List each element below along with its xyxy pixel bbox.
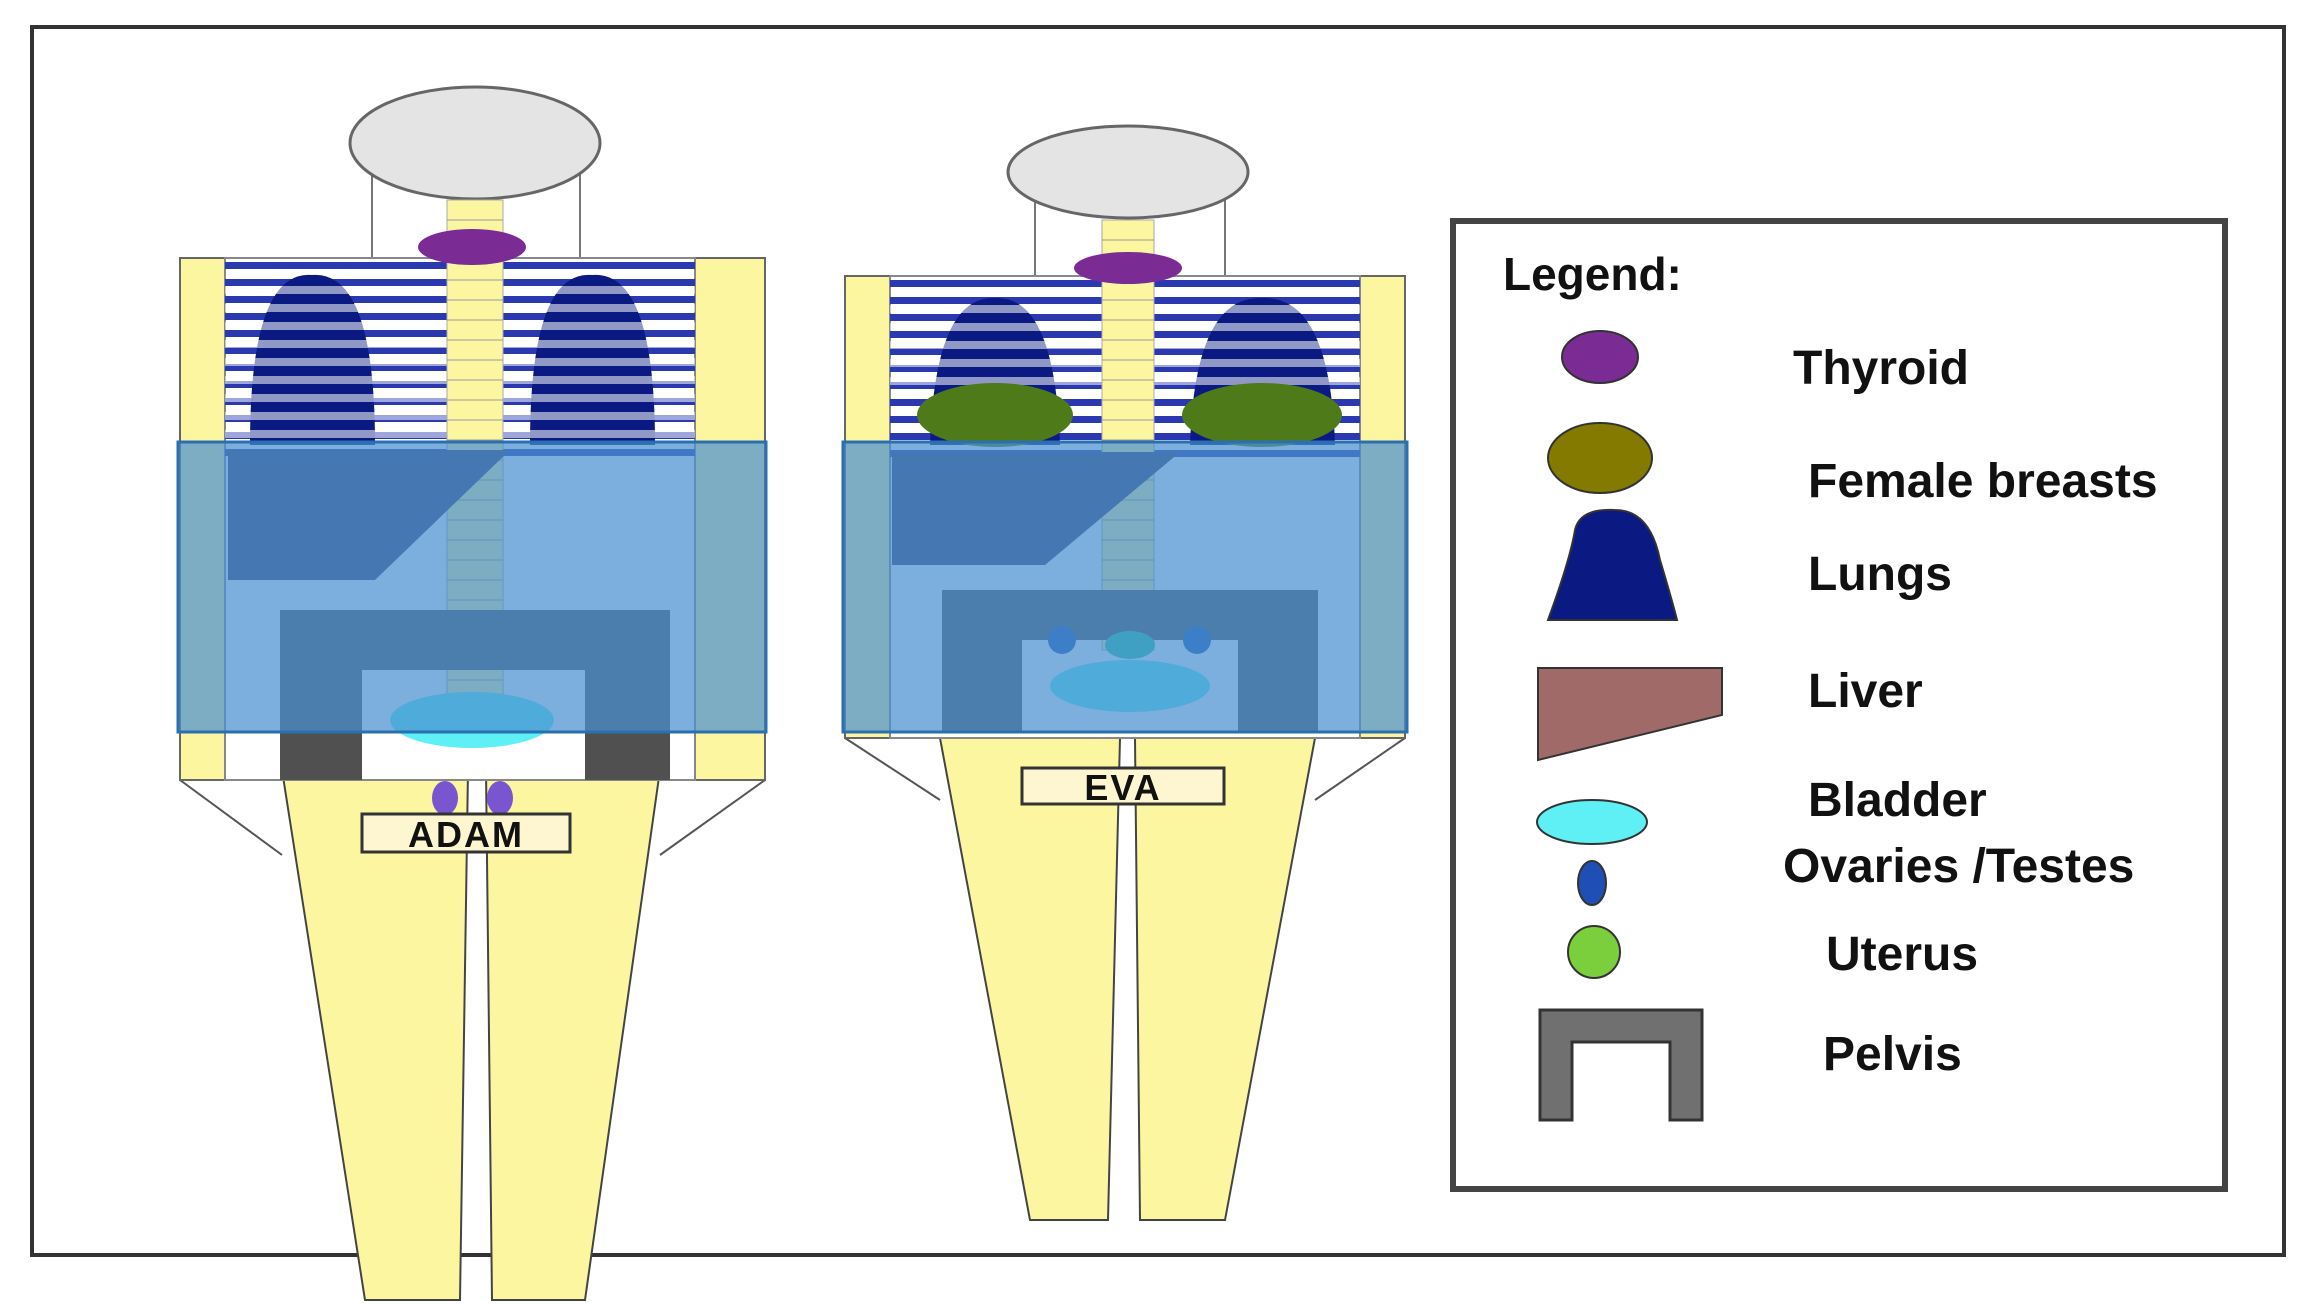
adam-testis-right [487,781,513,815]
legend-label-pelvis: Pelvis [1823,1028,1962,1081]
legend: Legend: Thyroid Female breasts Lungs Liv… [1450,218,2228,1192]
gonads-swatch-icon [1577,860,1607,906]
eva-phantom: EVA [841,124,1409,1221]
adam-label: ADAM [408,814,524,855]
eva-hip-line-right [1314,737,1406,801]
adam-hip-line-left [179,779,283,856]
eva-label-box [1020,766,1226,806]
adam-thyroid [418,229,526,265]
legend-title: Legend: [1503,248,1682,300]
liver-swatch-icon [1537,667,1723,762]
adam-testis-left [432,781,458,815]
eva-label: EVA [1084,767,1161,808]
adam-label-box [360,812,572,854]
legend-label-lungs: Lungs [1808,548,1952,601]
adam-hip-line-right [659,779,766,856]
legend-label-thyroid: Thyroid [1793,342,1969,395]
legend-label-breasts: Female breasts [1808,455,2158,508]
legend-label-liver: Liver [1808,665,1923,718]
adam-phantom: ADAM [176,85,768,1301]
eva-head [1006,124,1250,220]
eva-left-breast [917,383,1073,447]
adam-radiation-field [176,440,768,734]
legend-label-uterus: Uterus [1826,928,1978,981]
legend-label-bladder: Bladder [1808,774,1987,827]
uterus-swatch-icon [1567,925,1621,979]
pelvis-swatch-icon [1538,1008,1704,1122]
eva-hip-line-left [844,737,941,801]
eva-right-breast [1182,383,1342,447]
lungs-swatch-icon [1546,508,1679,621]
adam-head [348,85,602,201]
bladder-swatch-icon [1536,799,1648,845]
female-breasts-swatch-icon [1547,422,1653,494]
thyroid-swatch-icon [1561,330,1639,384]
eva-radiation-field [841,440,1409,734]
legend-label-gonads: Ovaries /Testes [1783,840,2134,893]
eva-thyroid [1074,252,1182,284]
